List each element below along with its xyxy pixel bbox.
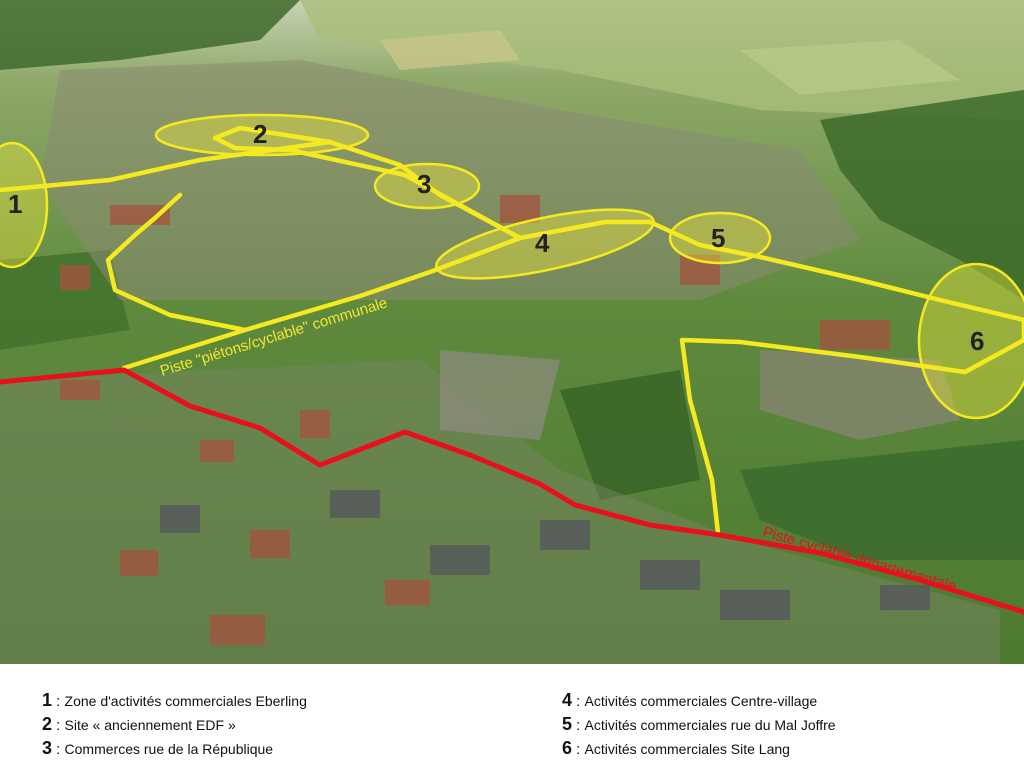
- village-area: [0, 360, 1000, 664]
- industrial-site: [440, 350, 560, 440]
- departemental-route-line: [0, 367, 1024, 615]
- zone-5-number: 5: [711, 223, 725, 253]
- forest-area: [0, 0, 300, 70]
- zone-4-number: 4: [535, 228, 550, 258]
- legend-item-2: 2 : Site « anciennement EDF »: [42, 714, 236, 734]
- legend-column-left: 1 : Zone d'activités commerciales Eberli…: [42, 688, 307, 760]
- zone-2-number: 2: [253, 119, 267, 149]
- zone-1-area: [0, 141, 49, 269]
- rooftops: [160, 490, 930, 620]
- aerial-map-photo: 1 2 3 4 5 6 Piste "piétons/cyclable" com…: [0, 0, 1024, 664]
- legend-item-4: 4 : Activités commerciales Centre-villag…: [562, 690, 818, 710]
- legend-column-right: 4 : Activités commerciales Centre-villag…: [562, 688, 836, 760]
- communal-route-line: [0, 139, 1024, 536]
- zone-6-number: 6: [970, 326, 984, 356]
- legend-item-5: 5 : Activités commerciales rue du Mal Jo…: [562, 714, 836, 734]
- field-strip: [380, 30, 520, 70]
- field-strip: [740, 40, 960, 95]
- forest-area: [740, 440, 1024, 560]
- legend-item-3: 3 : Commerces rue de la République: [42, 738, 274, 758]
- zone-3-number: 3: [417, 169, 431, 199]
- zone-1-number: 1: [8, 189, 22, 219]
- legend-item-1: 1 : Zone d'activités commerciales Eberli…: [42, 690, 307, 710]
- forest-area: [0, 250, 130, 350]
- village-area: [40, 60, 860, 300]
- legend: 1 : Zone d'activités commerciales Eberli…: [0, 664, 1024, 774]
- communal-route-loop: [105, 125, 523, 371]
- forest-area: [820, 90, 1024, 300]
- legend-item-6: 6 : Activités commerciales Site Lang: [562, 738, 790, 758]
- industrial-site: [760, 350, 960, 440]
- zone-5-area: [668, 211, 772, 265]
- rooftops: [60, 195, 890, 645]
- forest-area: [560, 370, 700, 500]
- zone-4-area: [435, 208, 655, 280]
